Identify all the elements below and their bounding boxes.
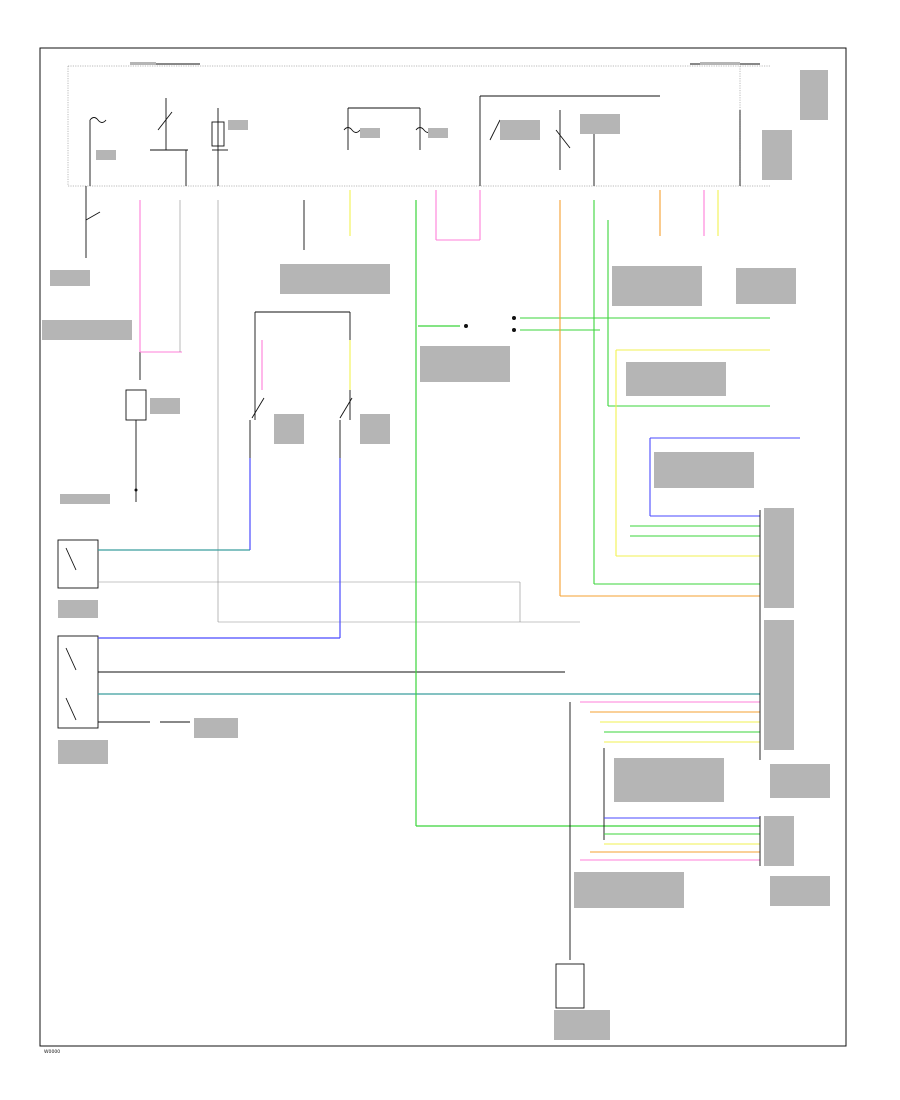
left-horizontal-wires [98, 458, 760, 723]
fine-print-labels [42, 62, 830, 1040]
diagram-frame [39, 47, 847, 1047]
fuse-relays [89, 95, 741, 186]
pressure-switches [249, 311, 353, 458]
pcm-connector-bundle [569, 510, 761, 866]
left-harness-wires [85, 186, 219, 622]
green-sense-wire [415, 200, 760, 827]
bottom-pressure-sensor [555, 860, 585, 1009]
right-vertical-wires [303, 190, 800, 597]
diagram-code: W0000 [44, 1049, 60, 1055]
center-connector [464, 315, 770, 337]
fuse-box-region [67, 63, 830, 187]
compressor-relay-left [125, 389, 147, 502]
left-switch-boxes [57, 539, 99, 729]
